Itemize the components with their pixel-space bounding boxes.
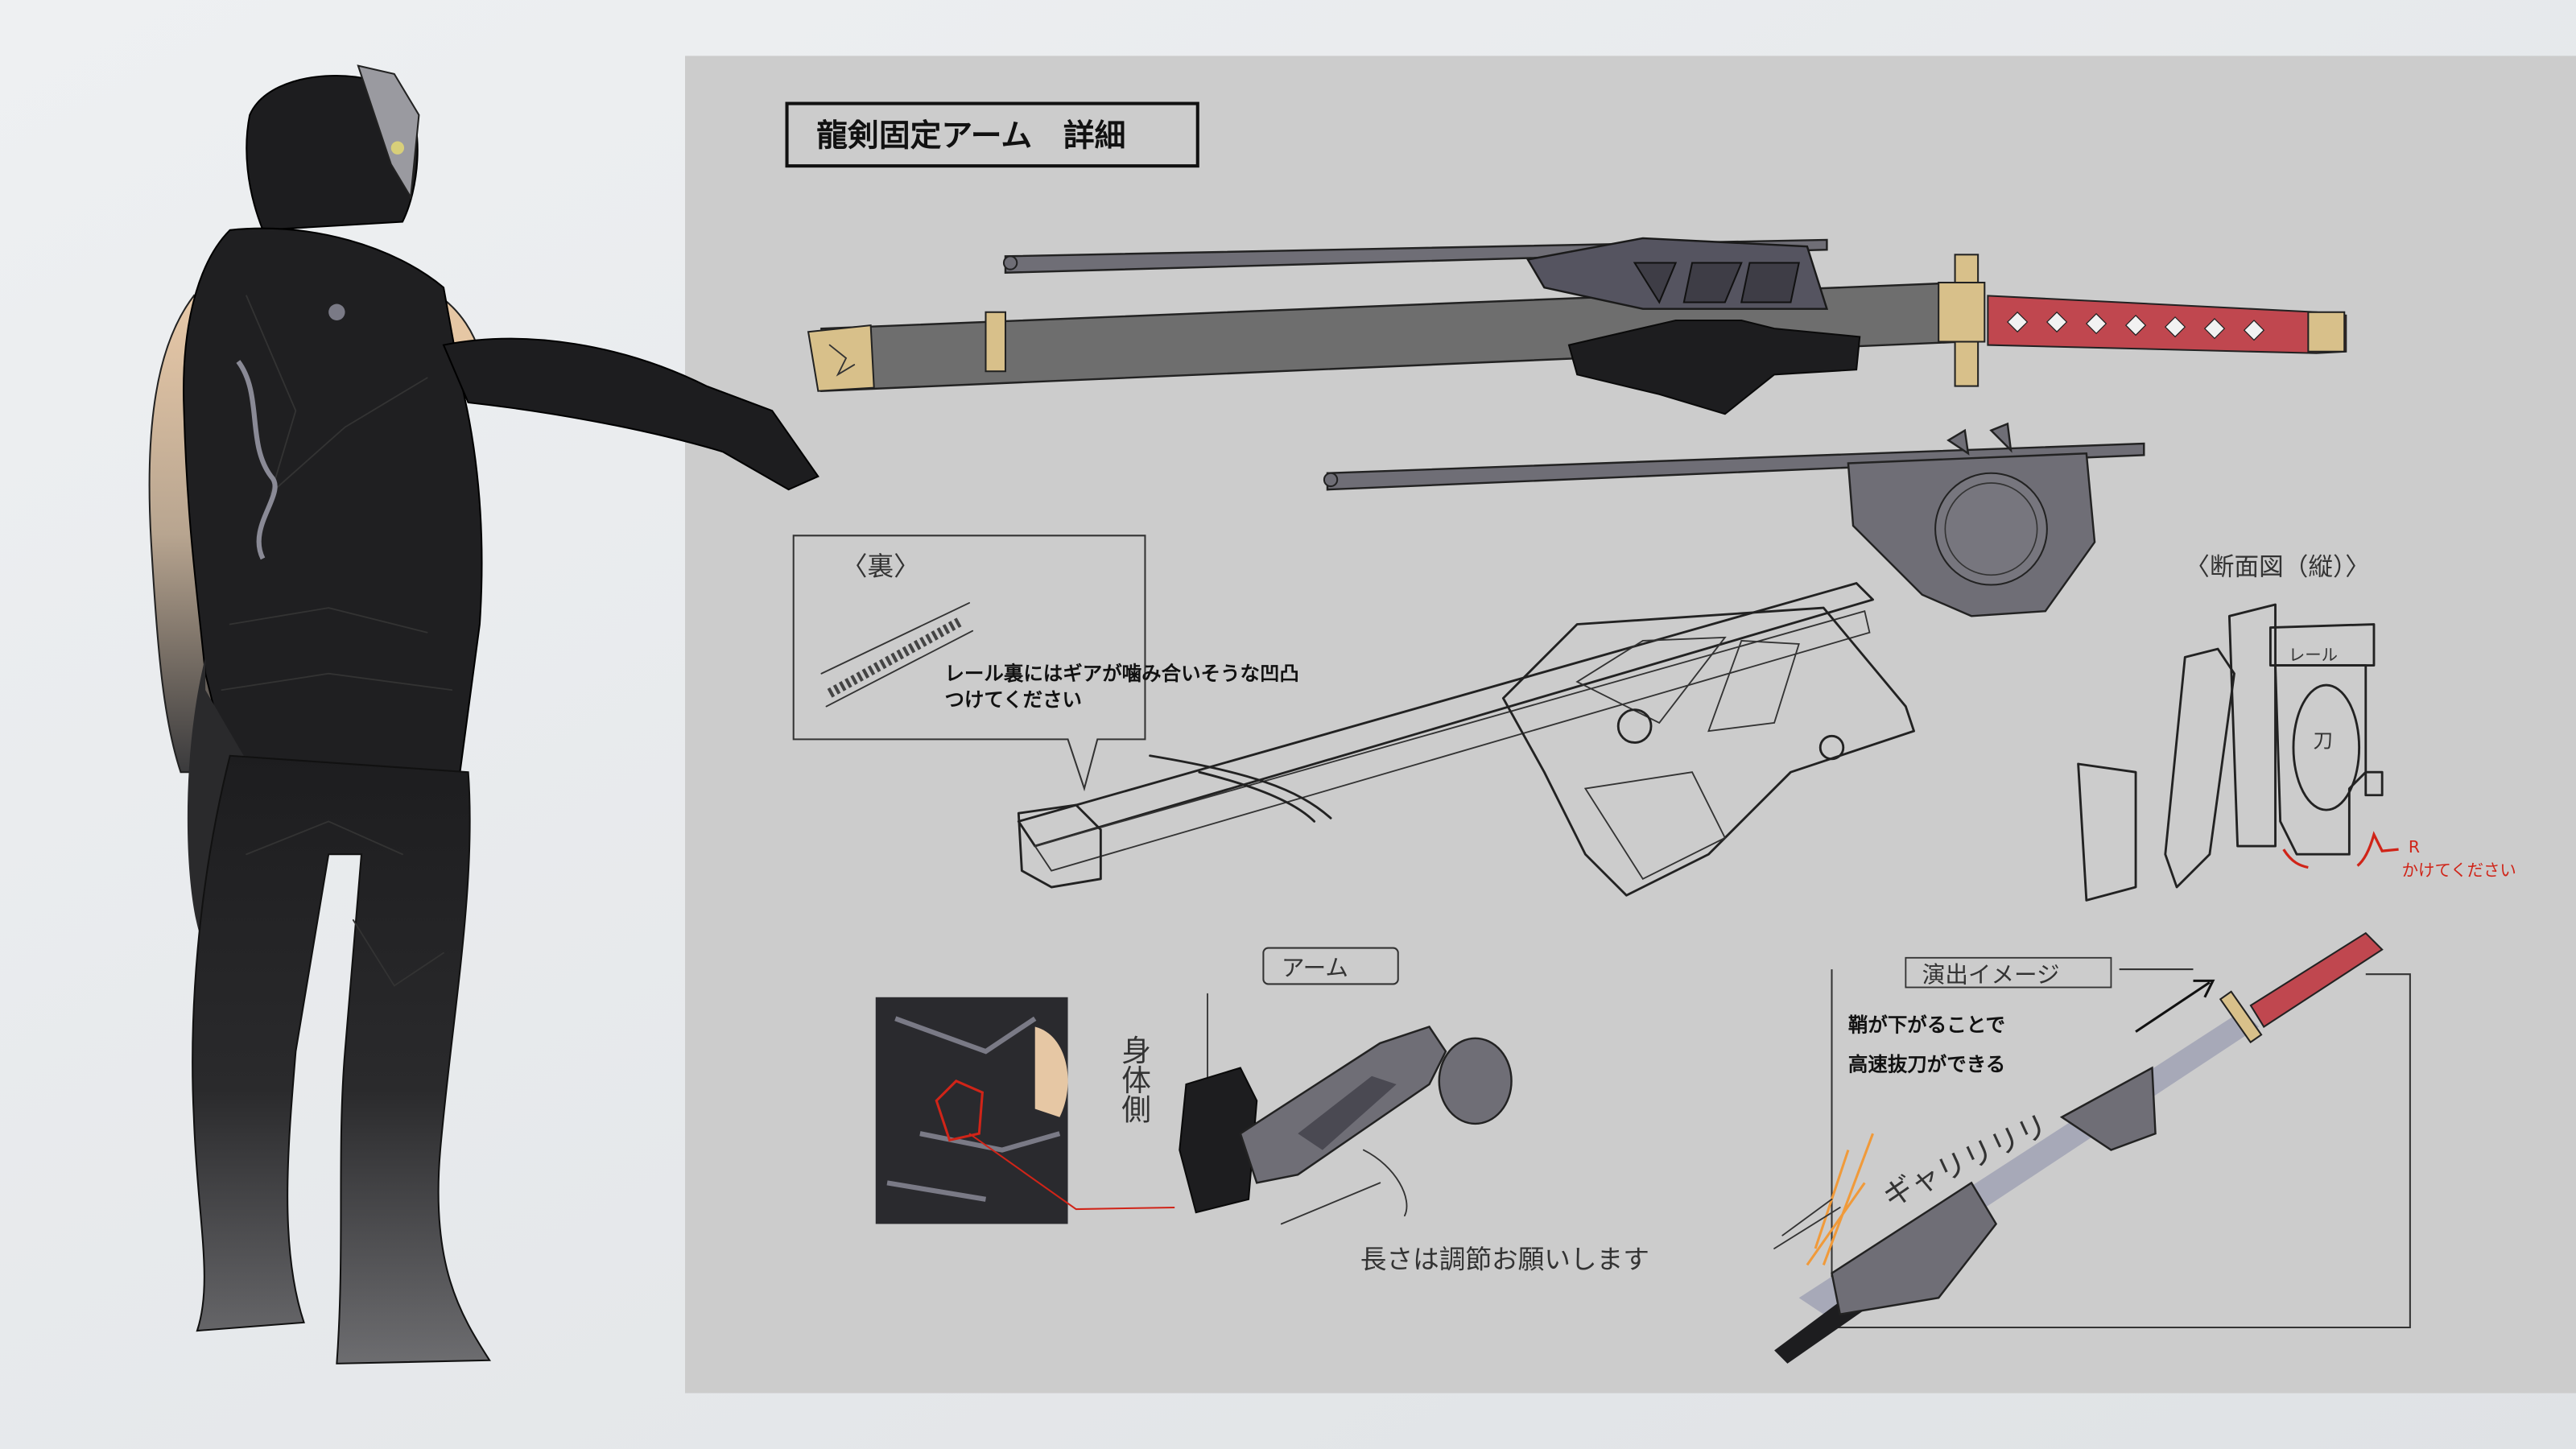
effect-heading: 演出イメージ	[1922, 960, 2060, 988]
callout-note-line-1: レール裏にはギアが噛み合いそうな凹凸	[944, 662, 1298, 685]
sword-label: 刀	[2313, 729, 2332, 753]
arm-detail: アーム 身体側 長さは調節お願いします	[875, 947, 1649, 1275]
red-note-r: R	[2409, 837, 2420, 857]
effect-line-2: 高速抜刀ができる	[1848, 1053, 2005, 1076]
sheet-title-box: 龍剣固定アーム 詳細	[785, 101, 1199, 168]
cross-section-view: 〈断面図（縦）〉 レール 刀 R かけてください	[2077, 553, 2516, 902]
ninja-figure	[148, 64, 819, 1364]
drawn-tsuba	[2219, 990, 2263, 1044]
rail-label: レール	[2289, 645, 2338, 664]
red-note: かけてください	[2402, 861, 2516, 880]
effect-line-1: 鞘が下がることで	[1848, 1013, 2005, 1037]
body-side-label: 身体側	[1117, 1035, 1151, 1124]
drawn-handle	[2249, 931, 2384, 1028]
cross-section-heading: 〈断面図（縦）〉	[2185, 553, 2370, 581]
arm-heading: アーム	[1282, 954, 1348, 981]
rail-with-hex-mount	[1323, 422, 2145, 617]
sheet-title: 龍剣固定アーム 詳細	[816, 118, 1125, 155]
callout-note-line-2: つけてください	[944, 688, 1082, 712]
callout-heading: 〈裏〉	[841, 551, 920, 581]
katana-with-rail	[807, 237, 2347, 415]
arm-sketch	[1017, 582, 1915, 897]
scabbard-tip	[807, 324, 875, 392]
scabbard-band	[985, 311, 1006, 373]
habaki	[1938, 282, 1986, 343]
clamp-block	[1567, 319, 1861, 415]
length-note: 長さは調節お願いします	[1360, 1245, 1649, 1275]
callout-rail-back: 〈裏〉 レール裏にはギアが噛み合いそうな凹凸 つけてください	[792, 535, 1299, 792]
